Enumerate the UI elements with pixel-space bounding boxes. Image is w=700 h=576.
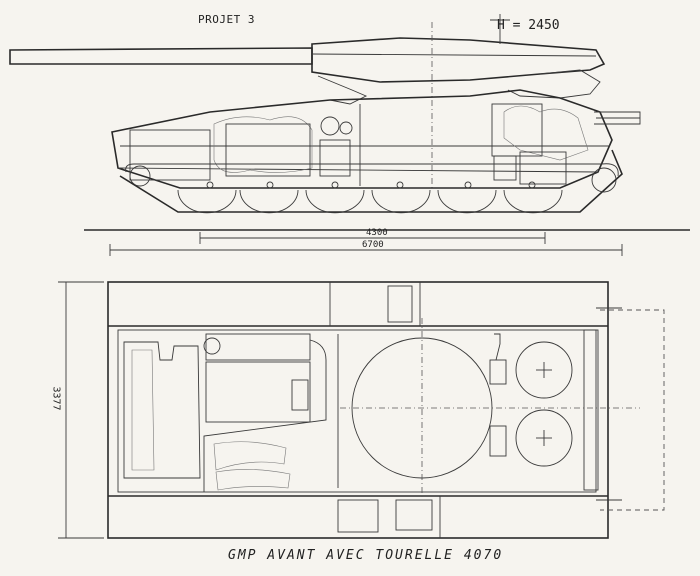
turret [311,37,606,83]
project-title: PROJET 3 [198,13,255,26]
hull-side [111,89,613,189]
top-view [58,281,665,539]
wheelbase-dimension-label: 4300 [366,228,388,238]
driver-hatch [515,409,573,467]
width-dimension-label: 3377 [50,386,62,411]
commander-hatch [515,341,573,399]
road-wheels [129,165,617,214]
side-view [9,14,690,256]
height-dimension-label: H = 2450 [497,18,560,33]
track [119,149,623,213]
gun-barrel [9,47,313,65]
hull-top [107,281,609,539]
drawing-caption: GMP AVANT AVEC TOURELLE 4070 [228,548,504,563]
length-dimension-label: 6700 [362,240,384,250]
